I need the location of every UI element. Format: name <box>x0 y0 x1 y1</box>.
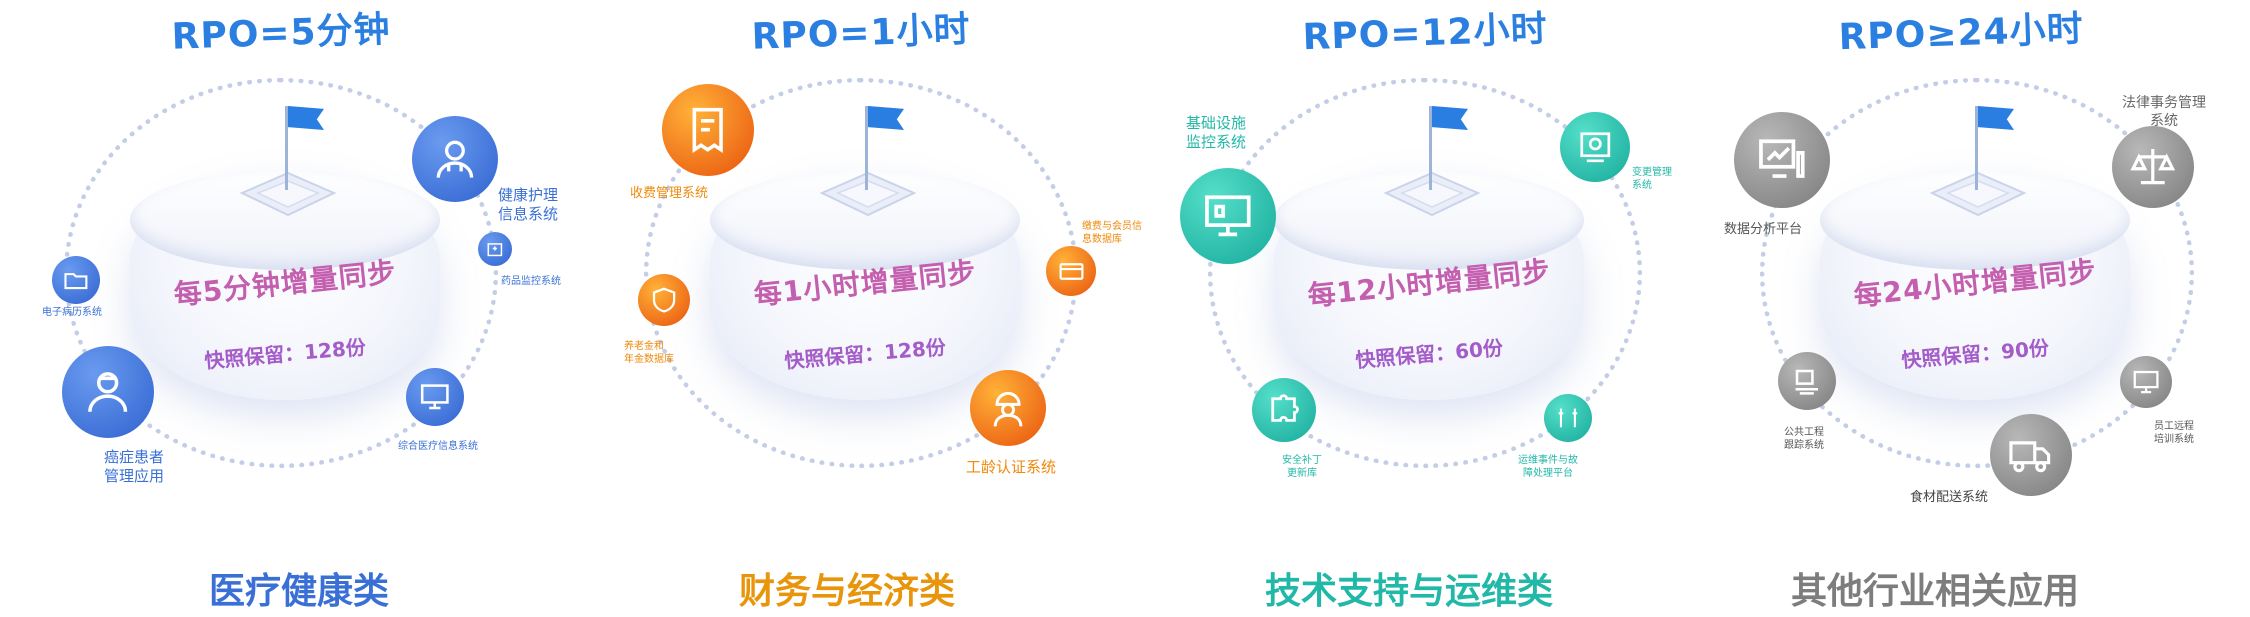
flagpole <box>865 106 868 190</box>
panel-finance: RPO=1小时 每1小时增量同步 快照保留：128份 收费管理系统 缴费与会员信… <box>580 0 1142 617</box>
category-title: 医疗健康类 <box>208 571 389 612</box>
folder-icon <box>52 256 100 304</box>
flagpole <box>1975 106 1978 190</box>
machine-icon <box>1778 352 1836 410</box>
label-infra: 基础设施 监控系统 <box>1186 114 1247 151</box>
rpo-title: RPO=5分钟 <box>171 9 392 58</box>
label-seniority: 工龄认证系统 <box>966 458 1057 476</box>
analytics-icon <box>1734 112 1830 208</box>
category-title: 技术支持与运维类 <box>1264 571 1553 612</box>
screen-icon <box>2120 356 2172 408</box>
category-title: 财务与经济类 <box>738 571 955 612</box>
rpo-title: RPO=1小时 <box>751 9 972 58</box>
label-emr: 电子病历系统 <box>42 307 102 318</box>
shield-icon <box>638 274 690 326</box>
panel-medical: RPO=5分钟 每5分钟增量同步 快照保留：128份 健康护理 信息系统 药品监… <box>0 0 562 617</box>
tools-icon <box>1544 394 1592 442</box>
scale-icon <box>2112 126 2194 208</box>
monitor-icon <box>406 368 464 426</box>
dotted-ring <box>1760 78 2194 468</box>
panel-tech: RPO=12小时 每12小时增量同步 快照保留：60份 基础设施 监控系统 变更… <box>1144 0 1706 617</box>
label-health-care: 健康护理 信息系统 <box>498 186 559 223</box>
category-title: 其他行业相关应用 <box>1790 571 2079 612</box>
tray-icon <box>239 171 337 217</box>
tray-icon <box>1383 171 1481 217</box>
monitor-icon <box>1180 168 1276 264</box>
camera-icon <box>1560 112 1630 182</box>
label-legal: 法律事务管理 系统 <box>2122 95 2206 129</box>
label-charge: 收费管理系统 <box>630 186 709 201</box>
label-engineering: 公共工程 跟踪系统 <box>1784 427 1824 451</box>
dotted-ring <box>1208 78 1642 468</box>
tray-icon <box>1929 171 2027 217</box>
label-change: 变更管理 系统 <box>1632 167 1672 191</box>
truck-icon <box>1990 414 2072 496</box>
rpo-title: RPO≥24小时 <box>1837 8 2085 59</box>
label-training: 员工远程 培训系统 <box>2154 421 2194 445</box>
label-patch: 安全补丁 更新库 <box>1282 455 1322 479</box>
puzzle-icon <box>1252 378 1316 442</box>
label-food: 食材配送系统 <box>1910 490 1989 505</box>
label-integrated: 综合医疗信息系统 <box>398 441 478 452</box>
label-analytics: 数据分析平台 <box>1724 222 1803 237</box>
rpo-title: RPO=12小时 <box>1301 8 1549 59</box>
label-ops: 运维事件与故 障处理平台 <box>1518 455 1578 479</box>
hospital-building-icon <box>478 232 512 266</box>
worker-icon <box>970 370 1046 446</box>
tray-icon <box>819 171 917 217</box>
doctor-icon <box>412 116 498 202</box>
nurse-icon <box>62 346 154 438</box>
receipt-icon <box>662 84 754 176</box>
label-pension: 养老金和 年金数据库 <box>624 341 674 365</box>
label-cancer: 癌症患者 管理应用 <box>104 448 165 485</box>
panel-other: RPO≥24小时 每24小时增量同步 快照保留：90份 法律事务管理 系统 数据… <box>1672 0 2234 617</box>
label-drug-monitor: 药品监控系统 <box>501 276 561 287</box>
flagpole <box>285 106 288 190</box>
flagpole <box>1429 106 1432 190</box>
card-icon <box>1046 246 1096 296</box>
label-social: 缴费与会员信 息数据库 <box>1082 221 1142 245</box>
